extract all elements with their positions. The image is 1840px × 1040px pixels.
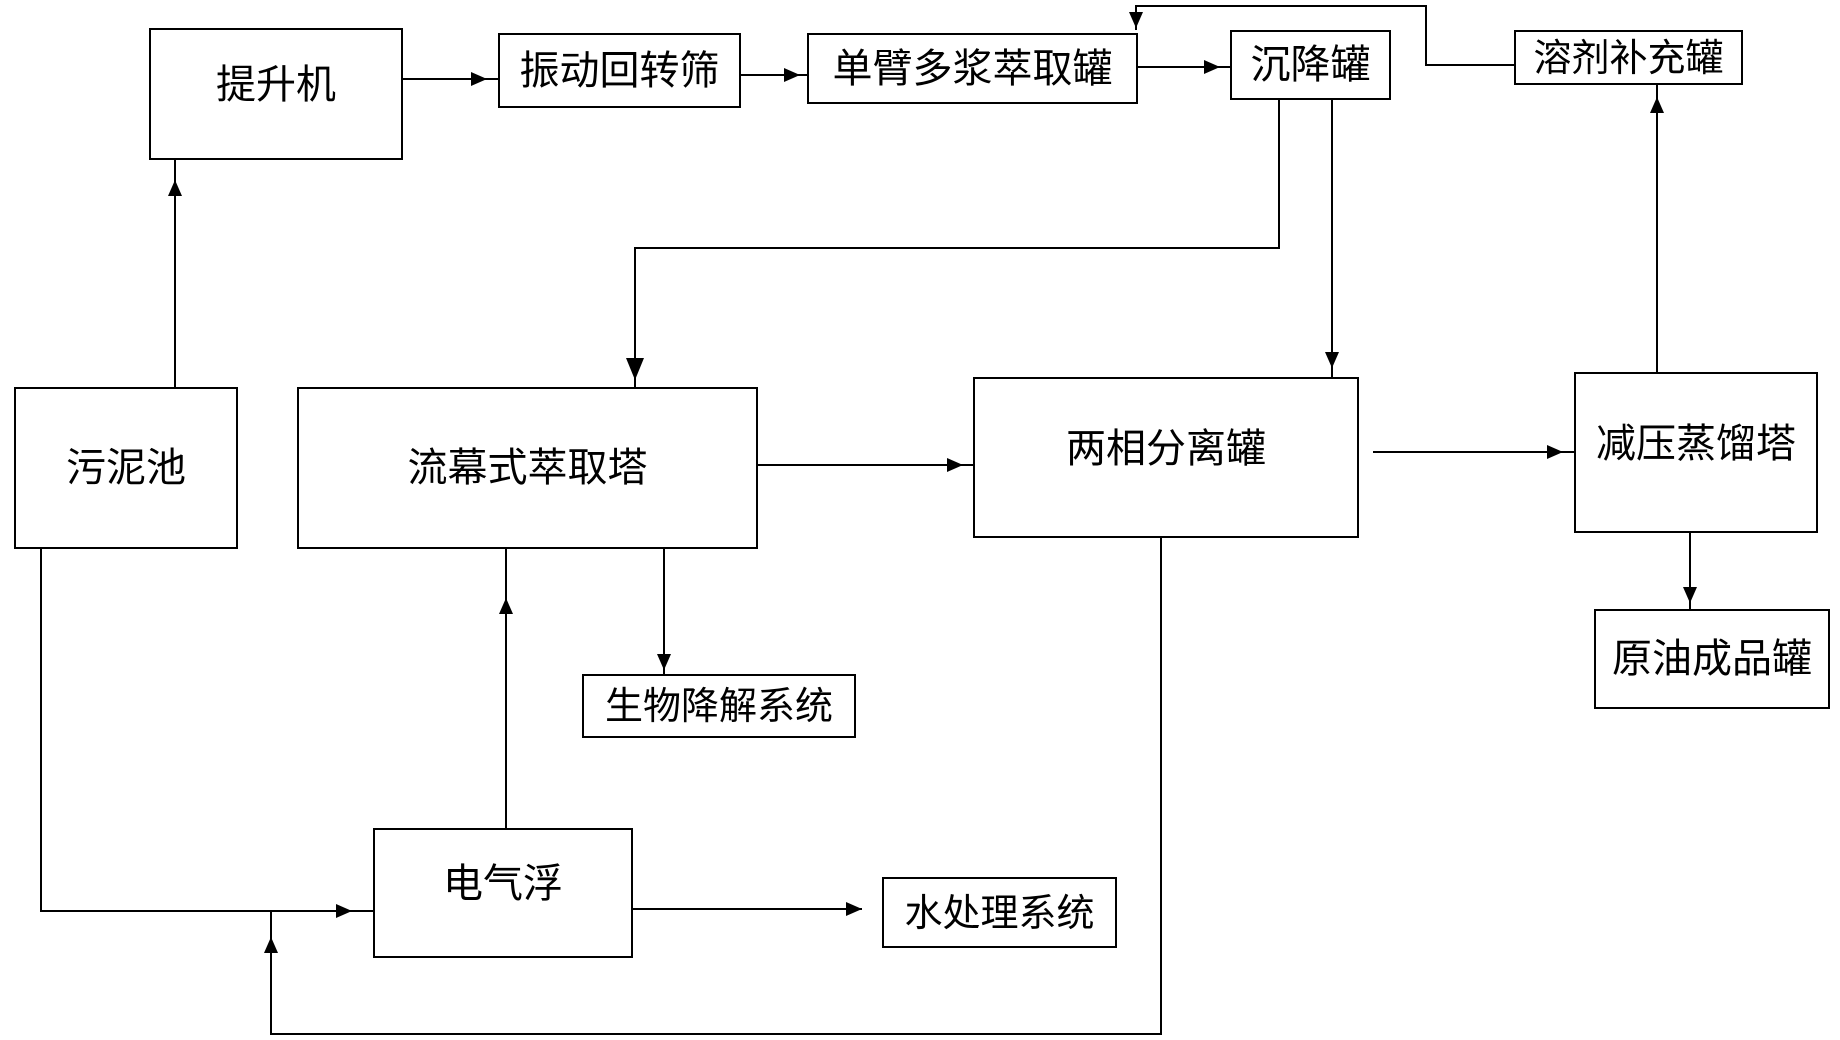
arrowhead-down — [626, 358, 644, 380]
arrowhead-right — [784, 68, 800, 82]
arrowhead-right — [336, 904, 352, 918]
arrow-separation-tank-to-flotation — [264, 538, 1162, 1035]
node-label: 生物降解系统 — [604, 684, 833, 728]
arrowhead-down — [1129, 12, 1143, 28]
node-distillation-tower: 减压蒸馏塔 — [1574, 372, 1818, 533]
arrow-extraction-tank-to-settling-tank — [1138, 60, 1230, 74]
arrow-settling-tank-to-extraction-tower — [626, 100, 1280, 387]
arrow-solvent-tank-return — [1129, 5, 1514, 66]
arrow-flotation-to-water-treatment — [633, 902, 862, 916]
node-extraction-tank: 单臂多浆萃取罐 — [807, 33, 1138, 104]
node-label: 电气浮 — [443, 861, 563, 907]
node-biodegradation-system: 生物降解系统 — [582, 674, 856, 738]
node-hoist: 提升机 — [149, 28, 403, 160]
arrow-settling-tank-to-separation-tank — [1325, 100, 1339, 377]
arrowhead-up — [499, 598, 513, 614]
arrowhead-right — [846, 902, 862, 916]
node-label: 沉降罐 — [1250, 42, 1371, 88]
node-label: 两相分离罐 — [1066, 425, 1266, 472]
arrowhead-up — [168, 180, 182, 196]
arrow-vibrating-screen-to-extraction-tank — [741, 68, 807, 82]
arrowhead-right — [471, 72, 487, 86]
node-label: 单臂多浆萃取罐 — [832, 45, 1113, 92]
arrow-flotation-to-extraction-tower — [499, 549, 513, 828]
arrowhead-down — [1683, 587, 1697, 603]
node-electro-flotation: 电气浮 — [373, 828, 633, 958]
arrow-hoist-to-vibrating-screen — [403, 72, 498, 86]
node-extraction-tower: 流幕式萃取塔 — [297, 387, 758, 549]
node-crude-oil-tank: 原油成品罐 — [1594, 609, 1830, 709]
node-label: 污泥池 — [66, 445, 186, 491]
node-label: 振动回转筛 — [519, 47, 720, 94]
arrow-separation-tank-to-distillation-tower — [1373, 445, 1574, 459]
node-solvent-tank: 溶剂补充罐 — [1514, 30, 1743, 85]
node-label: 水处理系统 — [904, 890, 1095, 935]
arrow-extraction-tower-to-biodegradation — [657, 549, 671, 674]
node-label: 原油成品罐 — [1612, 636, 1812, 682]
node-label: 提升机 — [216, 62, 336, 108]
arrowhead-down — [657, 654, 671, 670]
node-vibrating-screen: 振动回转筛 — [498, 33, 741, 108]
arrowhead-right — [1204, 60, 1220, 74]
arrow-distillation-tower-to-crude-oil-tank — [1683, 533, 1697, 609]
node-water-treatment-system: 水处理系统 — [882, 877, 1117, 948]
node-separation-tank: 两相分离罐 — [973, 377, 1359, 538]
arrow-distillation-tower-to-solvent-tank — [1650, 85, 1664, 372]
arrowhead-up — [1650, 97, 1664, 113]
arrow-extraction-tower-to-separation-tank — [758, 458, 973, 472]
node-label: 溶剂补充罐 — [1533, 35, 1724, 80]
node-sludge-pool: 污泥池 — [14, 387, 238, 549]
arrow-sludge-pool-to-hoist — [168, 160, 182, 387]
arrowhead-up — [264, 937, 278, 953]
node-label: 流幕式萃取塔 — [407, 445, 648, 491]
node-label: 减压蒸馏塔 — [1596, 420, 1796, 467]
arrowhead-right — [947, 458, 963, 472]
arrow-sludge-pool-to-flotation — [40, 549, 373, 918]
arrowhead-down — [1325, 352, 1339, 368]
arrowhead-right — [1547, 445, 1563, 459]
node-settling-tank: 沉降罐 — [1230, 30, 1391, 100]
